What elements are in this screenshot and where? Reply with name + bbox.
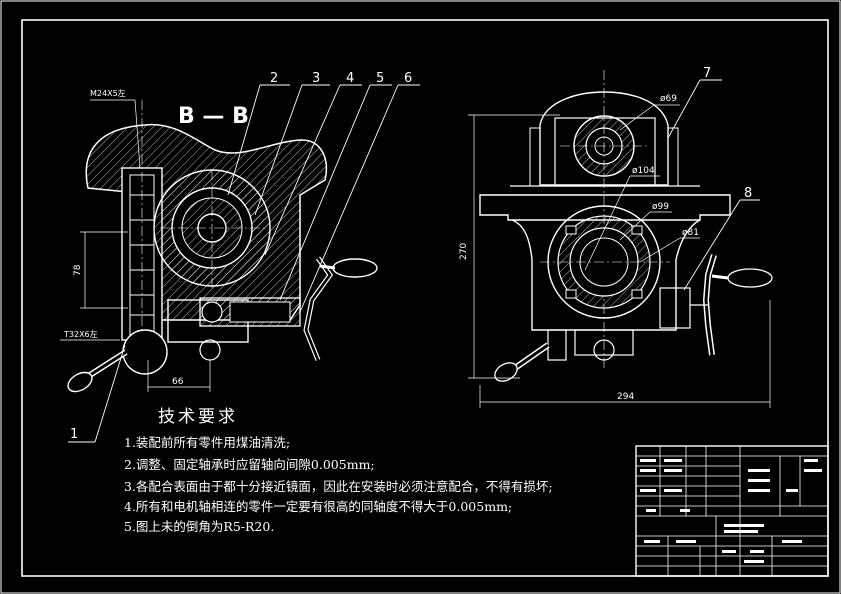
- balloon-6: 6: [404, 71, 412, 86]
- balloon-7: 7: [703, 66, 711, 81]
- dim-78: 78: [73, 264, 83, 276]
- note-4: 4.所有和电机轴相连的零件一定要有很高的同轴度不得大于0.005mm;: [124, 499, 513, 514]
- dim-270: 270: [459, 243, 469, 260]
- dia-104: ø104: [632, 166, 655, 176]
- thread-bottom-label: T32X6左: [63, 329, 98, 339]
- dia-81: ø81: [682, 228, 699, 238]
- notes-title: 技术要求: [158, 407, 238, 427]
- balloon-5: 5: [376, 71, 384, 86]
- section-label: B — B: [178, 104, 249, 129]
- balloon-8: 8: [744, 186, 752, 201]
- balloon-1: 1: [70, 427, 78, 442]
- title-block: [635, 445, 829, 577]
- dim-66: 66: [172, 377, 184, 387]
- note-3: 3.各配合表面由于都十分接近镜面，因此在安装时必须注意配合，不得有损坏;: [124, 479, 553, 494]
- note-1: 1.装配前所有零件用煤油清洗;: [124, 435, 291, 450]
- balloon-4: 4: [346, 71, 354, 86]
- balloon-3: 3: [312, 71, 320, 86]
- dia-69: ø69: [660, 94, 677, 104]
- sheet-border-inner: [21, 19, 829, 577]
- balloon-2: 2: [270, 71, 278, 86]
- dim-294: 294: [617, 392, 634, 402]
- note-5: 5.图上未的倒角为R5-R20.: [124, 519, 275, 534]
- dia-99: ø99: [652, 202, 669, 212]
- thread-top-label: M24X5左: [90, 88, 126, 98]
- front-view: 270 294 ø69 ø104 ø99 ø81 7 8: [459, 66, 773, 408]
- note-2: 2.调整、固定轴承时应留轴向间隙0.005mm;: [124, 457, 375, 472]
- section-view-b-b: B — B M24X5左 T32X6左 78 66 1 2 3 4 5 6: [60, 71, 420, 443]
